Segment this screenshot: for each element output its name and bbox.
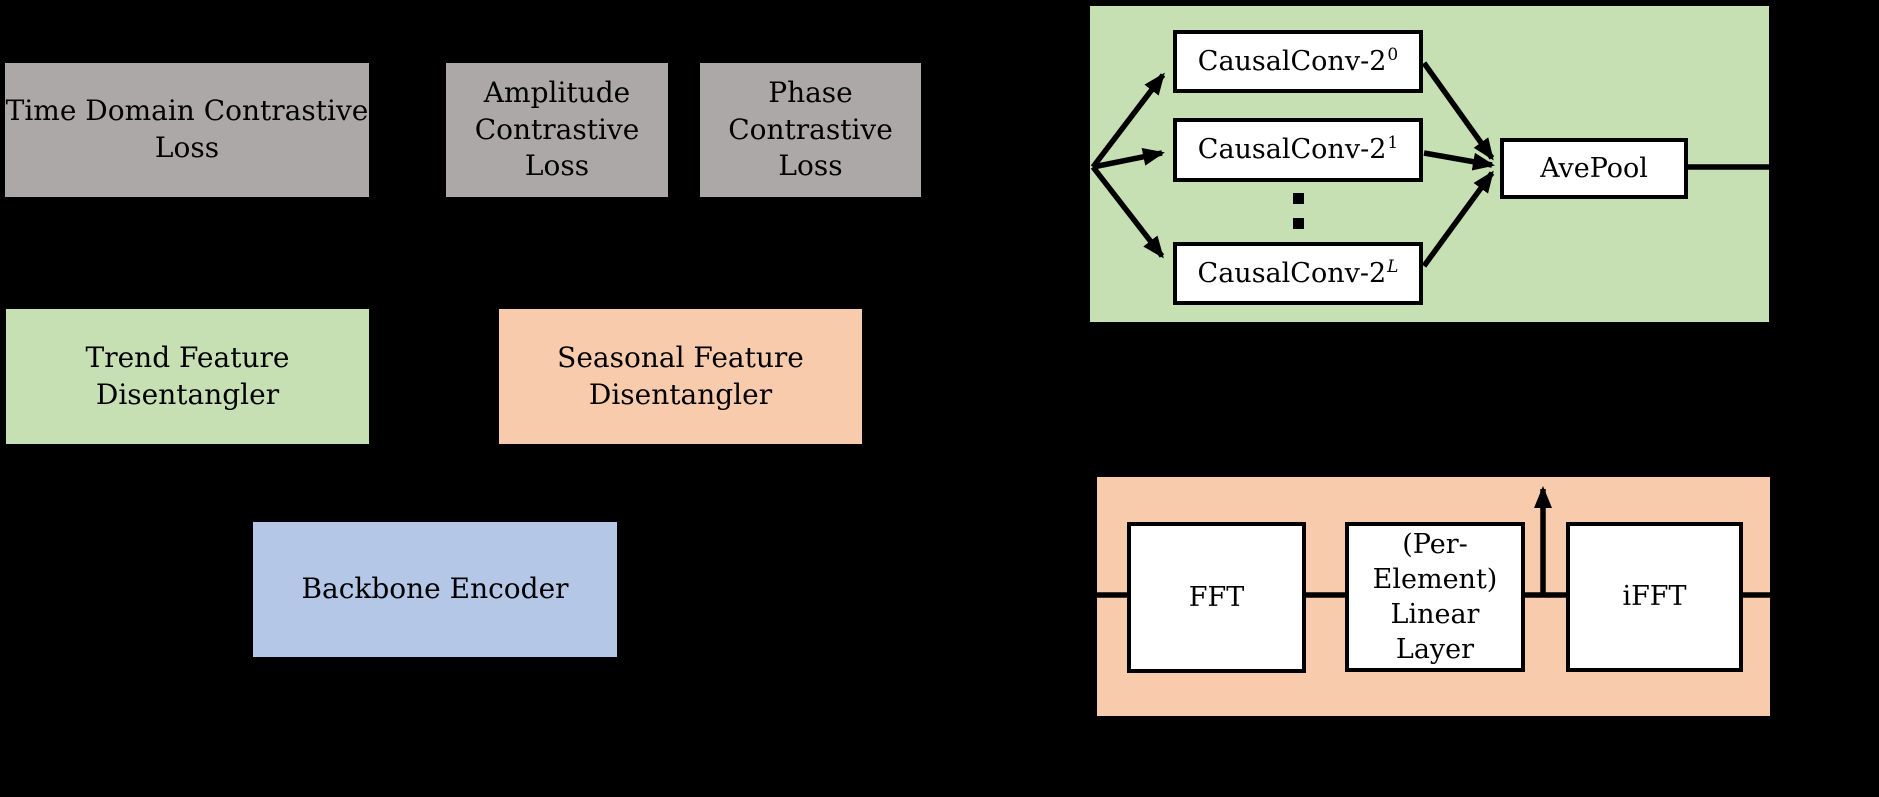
- trend-panel-arrows: [1090, 61, 1769, 268]
- causalconv-1-exponent: 1: [1387, 133, 1399, 154]
- trend-feature-disentangler-box: Trend Feature Disentangler: [6, 309, 369, 444]
- time-domain-contrastive-loss-box: Time Domain Contrastive Loss: [5, 63, 369, 197]
- ifft-box: iFFT: [1566, 522, 1743, 672]
- causalconv-L-exponent: L: [1387, 256, 1399, 277]
- fft-box: FFT: [1127, 522, 1306, 673]
- phase-contrastive-loss-label: Phase Contrastive Loss: [728, 75, 893, 183]
- ifft-label: iFFT: [1622, 581, 1687, 613]
- backbone-encoder-box: Backbone Encoder: [253, 522, 617, 657]
- vertical-ellipsis-icon: [1293, 193, 1304, 243]
- amplitude-contrastive-loss-label: Amplitude Contrastive Loss: [474, 75, 640, 183]
- causalconv-L-box: CausalConv-2L: [1173, 242, 1423, 305]
- causalconv-1-label: CausalConv-21: [1197, 133, 1399, 166]
- backbone-encoder-label: Backbone Encoder: [301, 572, 569, 606]
- per-element-linear-layer-box: (Per- Element) Linear Layer: [1345, 522, 1525, 672]
- seasonal-feature-disentangler-label: Seasonal Feature Disentangler: [557, 340, 804, 411]
- merge-arrow-from-conv1-icon: [1423, 150, 1495, 171]
- merge-arrow-from-conv0-icon: [1421, 61, 1495, 161]
- phase-contrastive-loss-box: Phase Contrastive Loss: [700, 63, 921, 197]
- ellipsis-dot: [1293, 218, 1304, 229]
- causalconv-0-label: CausalConv-20: [1197, 44, 1399, 77]
- causalconv-L-label: CausalConv-2L: [1197, 256, 1399, 289]
- fan-arrow-to-convL-icon: [1090, 165, 1165, 259]
- time-domain-contrastive-loss-label: Time Domain Contrastive Loss: [5, 94, 369, 164]
- fan-arrow-to-conv0-icon: [1090, 72, 1166, 169]
- causalconv-1-box: CausalConv-21: [1173, 118, 1423, 182]
- causalconv-0-box: CausalConv-20: [1173, 30, 1423, 93]
- merge-arrow-from-convL-icon: [1421, 170, 1495, 268]
- ellipsis-dot: [1293, 193, 1304, 204]
- amplitude-contrastive-loss-box: Amplitude Contrastive Loss: [446, 63, 668, 197]
- causalconv-0-exponent: 0: [1387, 44, 1399, 65]
- per-element-linear-layer-label: (Per- Element) Linear Layer: [1372, 528, 1498, 666]
- trend-feature-disentangler-label: Trend Feature Disentangler: [85, 340, 290, 411]
- fan-arrow-to-conv1-icon: [1092, 147, 1165, 170]
- avepool-label: AvePool: [1540, 152, 1648, 184]
- fft-label: FFT: [1188, 581, 1245, 613]
- avepool-box: AvePool: [1500, 138, 1688, 199]
- seasonal-disentangler-detail-panel: FFT (Per- Element) Linear Layer iFFT: [1097, 477, 1770, 716]
- trend-disentangler-detail-panel: CausalConv-20 CausalConv-21 CausalConv-2…: [1090, 6, 1769, 322]
- seasonal-feature-disentangler-box: Seasonal Feature Disentangler: [499, 309, 862, 444]
- seasonal-panel-connectors: [1097, 486, 1770, 598]
